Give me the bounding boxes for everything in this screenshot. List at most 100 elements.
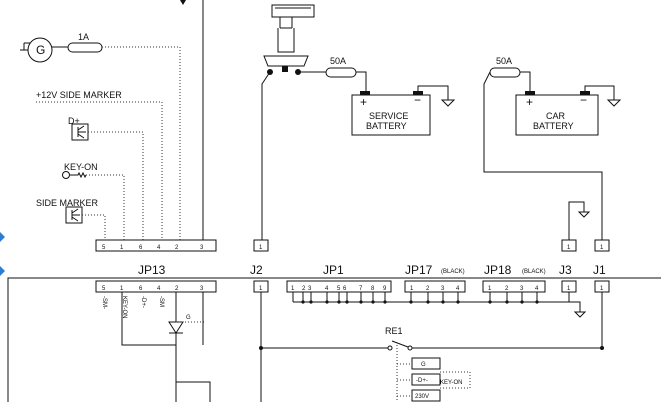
generator: G 1A bbox=[20, 32, 181, 240]
jp1-pin-7: 7 bbox=[359, 286, 363, 292]
j1-top-pin: 1 bbox=[600, 245, 604, 251]
relay-230v-label: 230V bbox=[415, 394, 429, 400]
jp1-pin-9: 9 bbox=[383, 286, 387, 292]
j3-top-connector bbox=[561, 239, 577, 252]
key-on-component: KEY-ON bbox=[62, 162, 125, 240]
jp17-pin-4: 4 bbox=[456, 286, 460, 292]
service-battery-line2: BATTERY bbox=[366, 121, 407, 131]
jp1-pin-5: 5 bbox=[337, 286, 341, 292]
generator-fuse-label: 1A bbox=[78, 32, 89, 42]
car-battery-fuse-label: 50A bbox=[496, 56, 512, 66]
jp13-top-pin-6: 6 bbox=[139, 245, 143, 251]
jp1-pin-8: 8 bbox=[371, 286, 375, 292]
jp13-top-pin-2: 2 bbox=[175, 245, 179, 251]
relay-230v-box bbox=[411, 389, 441, 402]
jp13-top-pin-1: 1 bbox=[120, 245, 124, 251]
car-battery-line2: BATTERY bbox=[533, 121, 574, 131]
jp13-bottom-pin-3: 3 bbox=[200, 286, 204, 292]
j1-bottom-pin: 1 bbox=[600, 286, 604, 292]
battery-switch bbox=[263, 4, 315, 75]
relay-keyon-label: KEY-ON bbox=[440, 380, 462, 386]
top-arrow-icon bbox=[180, 0, 186, 5]
jp18-pin-1: 1 bbox=[488, 286, 492, 292]
jp13-top-pin-3: 3 bbox=[200, 245, 204, 251]
jp13-label: JP13 bbox=[138, 263, 166, 277]
jp1-pin-1: 1 bbox=[291, 286, 295, 292]
j3-top-pin: 1 bbox=[567, 245, 571, 251]
jp1-pin-4: 4 bbox=[325, 286, 329, 292]
jp1-pin-6: 6 bbox=[343, 286, 347, 292]
jp13-bottom-connector: 5 1 6 4 2 3 bbox=[95, 280, 217, 293]
j3-ground-icon bbox=[577, 211, 591, 218]
relay-g-box bbox=[411, 357, 441, 370]
car-battery: 50A + − CAR BATTERY bbox=[489, 56, 622, 136]
left-marker-1 bbox=[0, 232, 5, 242]
service-battery-box bbox=[351, 94, 431, 136]
jp13-bottom-pin-6: 6 bbox=[139, 286, 143, 292]
jp13-top-pin-4: 4 bbox=[157, 245, 161, 251]
service-ground-icon bbox=[440, 99, 456, 107]
relay-dplus-label: -D+- bbox=[416, 378, 428, 384]
j2-top-pin: 1 bbox=[259, 245, 263, 251]
jp17-connector: 1 2 3 4 bbox=[404, 280, 466, 293]
j2-bottom-pin: 1 bbox=[259, 286, 263, 292]
generator-label: G bbox=[36, 43, 45, 57]
jp18-connector: 1 2 3 4 bbox=[482, 280, 546, 293]
relay-g-label: G bbox=[421, 362, 426, 368]
jp13-wire-label-sm1: -SM- bbox=[101, 296, 107, 309]
j3-label: J3 bbox=[559, 263, 572, 277]
d-plus-component: D+ bbox=[68, 116, 144, 240]
d-plus-label: D+ bbox=[68, 116, 80, 126]
jp1-label: JP1 bbox=[323, 263, 344, 277]
service-battery: 50A + − SERVICE BATTERY bbox=[325, 56, 456, 136]
jp18-label: JP18 bbox=[484, 263, 512, 277]
service-battery-plus: + bbox=[360, 95, 367, 109]
car-battery-fuse bbox=[489, 67, 521, 78]
key-on-label: KEY-ON bbox=[64, 162, 98, 172]
car-battery-line1: CAR bbox=[546, 111, 566, 121]
jp1-pin-2: 2 bbox=[302, 286, 306, 292]
relay-re1: RE1 G -D+- KEY-ON 230V bbox=[259, 326, 604, 402]
jp18-pin-3: 3 bbox=[520, 286, 524, 292]
relay-label: RE1 bbox=[385, 326, 403, 336]
jp13-top-connector: 5 1 6 4 2 3 bbox=[95, 239, 217, 252]
jp18-pin-2: 2 bbox=[505, 286, 509, 292]
board-outline bbox=[7, 277, 661, 402]
jp13-bottom-pin-5: 5 bbox=[102, 286, 106, 292]
service-battery-fuse-label: 50A bbox=[330, 56, 346, 66]
generator-fuse bbox=[67, 42, 103, 53]
jp13-bottom-pin-4: 4 bbox=[157, 286, 161, 292]
relay-dplus-box bbox=[411, 373, 441, 386]
jp13-wire-label-dplus: -D+- bbox=[140, 296, 146, 308]
side-marker-12v-label: +12V SIDE MARKER bbox=[36, 90, 122, 100]
j1-label: J1 bbox=[593, 263, 606, 277]
jp17-label: JP17 bbox=[405, 263, 433, 277]
car-battery-box bbox=[515, 94, 599, 136]
key-icon bbox=[62, 171, 70, 179]
side-marker-component: SIDE MARKER bbox=[36, 198, 106, 240]
bus-ground-icon bbox=[573, 311, 587, 318]
j2-top-connector bbox=[253, 239, 269, 252]
car-battery-minus: − bbox=[580, 93, 587, 107]
left-marker-2 bbox=[0, 266, 5, 276]
side-marker-label: SIDE MARKER bbox=[36, 198, 99, 208]
jp17-pin-2: 2 bbox=[426, 286, 430, 292]
j3-bottom-pin: 1 bbox=[567, 286, 571, 292]
j1-top-connector bbox=[594, 239, 610, 252]
diode-g-label: G bbox=[186, 315, 191, 321]
service-battery-line1: SERVICE bbox=[369, 111, 408, 121]
jp13-wire-label-sm2: -SM bbox=[158, 296, 164, 307]
service-battery-fuse bbox=[325, 67, 357, 78]
service-battery-minus: − bbox=[414, 93, 421, 107]
jp13-bottom-pin-2: 2 bbox=[175, 286, 179, 292]
jp17-pin-3: 3 bbox=[441, 286, 445, 292]
jp17-pin-1: 1 bbox=[410, 286, 414, 292]
jp1-connector: 1 2 3 4 5 6 7 8 9 bbox=[286, 280, 392, 293]
car-battery-plus: + bbox=[526, 95, 533, 109]
diode-icon bbox=[168, 321, 184, 334]
jp1-pin-3: 3 bbox=[308, 286, 312, 292]
jp13-top-pin-5: 5 bbox=[102, 245, 106, 251]
j2-label: J2 bbox=[250, 263, 263, 277]
jp18-note: (BLACK) bbox=[522, 269, 546, 275]
